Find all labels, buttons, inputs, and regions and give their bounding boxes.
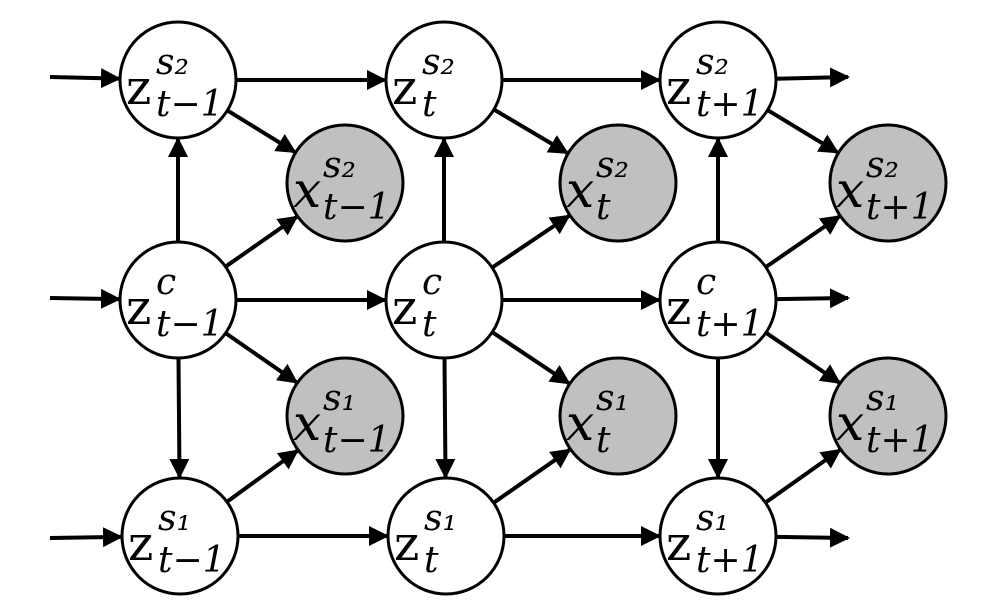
node-label-superscript: s₁ — [866, 378, 899, 419]
node-label-base: x — [566, 161, 594, 219]
arrow-z-c-tm1-to-z-s1-tm1 — [169, 357, 190, 479]
node-label-superscript: s₂ — [156, 42, 189, 83]
node-label-base: x — [293, 394, 321, 452]
arrow-z-s1-tp1-to-x-s1-tp1 — [764, 448, 842, 505]
arrow-z-s2-t-to-x-s2-t — [492, 107, 569, 155]
node-label-subscript: t−1 — [156, 84, 224, 125]
node-label-subscript: t−1 — [323, 420, 391, 461]
observed-node-circle — [828, 356, 948, 476]
node-label-base: z — [666, 516, 691, 572]
node-label-base: z — [392, 280, 417, 336]
node-label-subscript: t+1 — [866, 420, 934, 461]
arrow-left-in-c-to-z-c-tm1 — [49, 288, 121, 309]
node-label-subscript: t — [424, 540, 439, 581]
observed-node-circle — [285, 123, 405, 243]
arrow-z-c-tm1-to-x-s2-tm1 — [224, 215, 299, 269]
observed-node-circle — [558, 356, 678, 476]
node-label-superscript: s₂ — [323, 145, 356, 186]
node-label-superscript: c — [156, 262, 176, 303]
latent-node-circle — [658, 476, 778, 596]
node-label-superscript: s₂ — [596, 145, 629, 186]
observed-node-circle — [558, 123, 678, 243]
arrow-left-in-s2-to-z-s2-tm1 — [49, 68, 121, 89]
latent-node-circle — [658, 20, 778, 140]
node-label-subscript: t−1 — [158, 540, 226, 581]
arrow-z-c-tm1-to-x-s1-tm1 — [224, 331, 299, 384]
arrow-left-in-s1-to-z-s1-tm1 — [49, 527, 123, 548]
latent-node-circle — [658, 240, 778, 360]
latent-node-circle — [118, 240, 238, 360]
node-label-subscript: t+1 — [696, 304, 764, 345]
node-label-superscript: c — [696, 262, 716, 303]
node-label-base: z — [666, 280, 691, 336]
node-label-superscript: s₂ — [696, 42, 729, 83]
node-label-subscript: t−1 — [156, 304, 224, 345]
arrow-z-s1-t-to-x-s1-t — [492, 448, 572, 505]
arrow-z-c-tp1-to-right-out-c — [775, 288, 850, 309]
arrow-z-s1-tp1-to-right-out-s1 — [775, 527, 850, 548]
node-label-superscript: s₁ — [424, 498, 457, 539]
arrow-z-s2-tm1-to-x-s2-tm1 — [226, 108, 297, 154]
node-label-superscript: s₂ — [866, 145, 899, 186]
node-label-superscript: s₂ — [422, 42, 455, 83]
arrow-z-s2-tp1-to-x-s2-tp1 — [766, 108, 840, 155]
arrow-z-c-t-to-x-s2-t — [490, 214, 571, 270]
latent-node-circle — [384, 20, 504, 140]
node-label-base: z — [394, 516, 419, 572]
node-label-base: z — [126, 280, 151, 336]
node-label-base: z — [666, 60, 691, 116]
node-label-subscript: t — [596, 187, 611, 228]
node-label-base: z — [128, 516, 153, 572]
node-label-subscript: t+1 — [696, 540, 764, 581]
node-label-subscript: t+1 — [696, 84, 764, 125]
node-label-subscript: t+1 — [866, 187, 934, 228]
latent-node-circle — [118, 20, 238, 140]
observed-node-circle — [285, 356, 405, 476]
node-label-subscript: t — [596, 420, 611, 461]
node-label-subscript: t — [422, 304, 437, 345]
arrow-z-s2-tp1-to-right-out-s2 — [775, 67, 850, 88]
node-label-base: z — [126, 60, 151, 116]
latent-node-circle — [120, 476, 240, 596]
latent-node-circle — [386, 476, 506, 596]
arrow-z-c-tp1-to-x-s2-tp1 — [764, 214, 842, 269]
arrow-z-c-t-to-z-s1-t — [435, 357, 456, 479]
arrow-z-c-t-to-x-s1-t — [491, 330, 571, 385]
edges-layer — [49, 67, 850, 548]
node-label-subscript: t — [422, 84, 437, 125]
node-label-base: x — [836, 161, 864, 219]
node-label-base: x — [293, 161, 321, 219]
node-label-superscript: s₁ — [158, 498, 191, 539]
node-label-superscript: s₁ — [696, 498, 729, 539]
node-label-superscript: c — [422, 262, 442, 303]
node-label-subscript: t−1 — [323, 187, 391, 228]
node-label-base: x — [836, 394, 864, 452]
node-label-superscript: s₁ — [323, 378, 356, 419]
latent-node-circle — [384, 240, 504, 360]
node-label-superscript: s₁ — [596, 378, 629, 419]
node-label-base: z — [392, 60, 417, 116]
observed-node-circle — [828, 123, 948, 243]
node-label-base: x — [566, 394, 594, 452]
arrow-z-c-tp1-to-x-s1-tp1 — [764, 331, 841, 385]
arrow-z-s1-tm1-to-x-s1-tm1 — [225, 449, 299, 504]
